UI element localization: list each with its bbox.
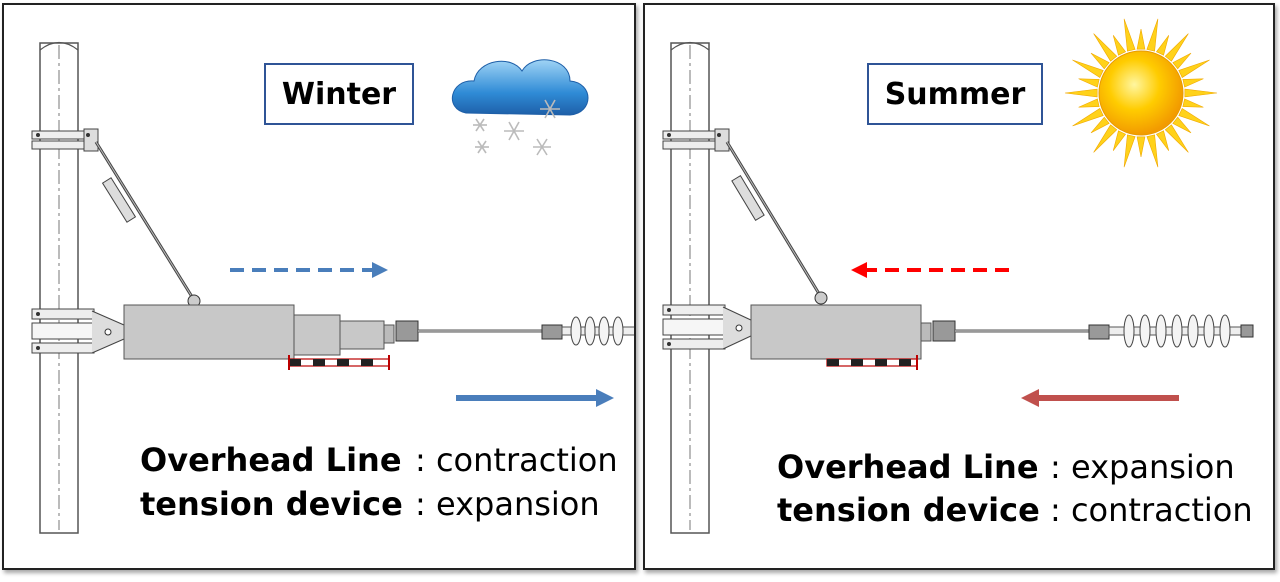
sun-ray [1064, 88, 1098, 98]
caption-value: : contraction [1050, 491, 1253, 529]
caption-value: : expansion [1050, 448, 1235, 486]
sun-ray [1112, 35, 1127, 56]
utility-pole [39, 41, 79, 534]
sun-ray [1155, 130, 1170, 151]
sun-ray [1093, 33, 1118, 62]
extension-scale [288, 355, 390, 370]
extension-scale [826, 355, 918, 370]
summer-diagram [662, 18, 1254, 534]
sun-ray [1172, 52, 1192, 70]
sun-ray [1136, 136, 1146, 158]
summer-panel: Summer Overhead Line : expansion tension… [643, 3, 1275, 570]
wire-direction-arrow [456, 389, 614, 407]
sun-ray [1090, 116, 1110, 134]
lower-pole-bracket [31, 308, 125, 354]
snow-cloud-icon [451, 59, 589, 156]
lower-pole-bracket [662, 304, 754, 350]
stay-rod [94, 141, 201, 308]
sun-ray [1093, 124, 1118, 153]
caption-value: : contraction [415, 441, 618, 479]
sun-ray [1182, 78, 1204, 88]
device-direction-arrow [230, 262, 388, 278]
utility-pole [670, 41, 710, 534]
season-label-box: Summer [867, 63, 1043, 125]
sun-ray [1182, 98, 1204, 108]
sun-ray [1072, 59, 1104, 78]
insulator [541, 316, 634, 346]
sun-ray [1090, 52, 1110, 70]
sun-ray [1072, 108, 1104, 127]
caption-value: : expansion [415, 485, 600, 523]
sun-ray [1164, 33, 1189, 62]
sun-ray [1155, 35, 1170, 56]
stay-rod [725, 141, 828, 305]
sun-ray [1184, 88, 1218, 98]
caption-label: Overhead Line [140, 441, 402, 479]
sun-ray [1123, 134, 1136, 168]
tension-device [123, 304, 419, 360]
upper-pole-bracket [662, 128, 730, 152]
sun-ray [1078, 98, 1100, 108]
sun-ray [1146, 134, 1159, 168]
season-label: Winter [281, 76, 397, 112]
device-direction-arrow [851, 262, 1009, 278]
caption-label: tension device [140, 485, 403, 523]
sun-ray [1136, 28, 1146, 50]
sun-ray [1078, 78, 1100, 88]
season-label-box: Winter [264, 63, 414, 125]
sun-ray [1178, 108, 1210, 127]
upper-pole-bracket [31, 128, 99, 152]
insulator [1088, 314, 1254, 348]
winter-diagram [31, 41, 634, 534]
sun-ray [1146, 18, 1159, 52]
sun-ray [1123, 18, 1136, 52]
sun-ray [1112, 130, 1127, 151]
caption-label: Overhead Line [777, 448, 1039, 486]
sun-ray [1172, 116, 1192, 134]
sun-ray [1164, 124, 1189, 153]
caption-label: tension device [777, 491, 1040, 529]
wire-direction-arrow [1021, 389, 1179, 407]
winter-panel: Winter Overhead Line : contraction tensi… [2, 3, 636, 570]
season-label: Summer [884, 76, 1026, 112]
sun-ray [1178, 59, 1210, 78]
sun-icon [1064, 18, 1218, 168]
tension-device [750, 304, 956, 360]
